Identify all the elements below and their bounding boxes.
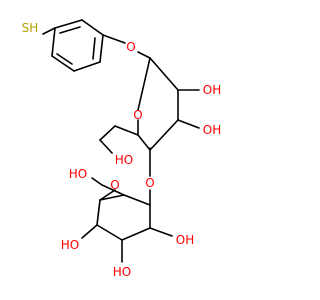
o-aryl-label: O (126, 40, 135, 54)
bond-sh-ring (42, 27, 56, 35)
bond-benz-d2 (92, 37, 96, 60)
structure-canvas: SH O OH OH HO O O O HO OH HO HO (22, 19, 222, 279)
bond-ch2b-1 (101, 184, 125, 196)
sh-label: SH (22, 21, 39, 35)
oh-r-label: OH (176, 233, 194, 247)
ho-bl-label: HO (61, 238, 79, 252)
bond-ho-bl (81, 224, 98, 239)
bond-r2-2 (99, 194, 125, 201)
chemical-structure-diagram: SH O OH OH HO O O O HO OH HO HO (22, 19, 222, 279)
ho-b-label: HO (113, 265, 131, 279)
bond-r1-7 (137, 57, 151, 111)
oh-top-label: OH (203, 83, 221, 97)
o-glyco-label: O (145, 176, 154, 190)
bond-r2-5 (121, 227, 151, 241)
bond-ch2b-2 (91, 177, 103, 186)
bond-benz-4 (73, 61, 101, 72)
bond-oh-r (149, 227, 173, 237)
bond-r1-1 (149, 57, 179, 91)
bond-oh-mid (177, 119, 200, 129)
bond-benz-6 (51, 27, 56, 57)
bond-r1-5 (137, 134, 151, 151)
bond-benz-1 (54, 19, 83, 29)
bond-benz-5 (51, 55, 75, 72)
bond-benz-d1 (59, 26, 81, 34)
bond-ch2-3 (99, 139, 113, 154)
o-ring2-label: O (110, 178, 119, 192)
atom-label-group: SH O OH OH HO O O O HO OH HO HO (22, 21, 222, 279)
bond-r2-1 (123, 194, 151, 206)
oh-mid-label: OH (203, 123, 221, 137)
bond-o-c1 (137, 51, 151, 59)
bond-ch2-1 (114, 125, 139, 136)
bond-r1-3 (149, 119, 179, 151)
bond-ch2-2 (99, 125, 116, 141)
bond-benz-2 (81, 19, 104, 36)
bond-group (42, 19, 200, 263)
bond-ring-o (102, 34, 126, 44)
bond-r2-3 (96, 199, 101, 226)
bond-benz-3 (99, 34, 104, 63)
bond-r2-ring-o (99, 189, 116, 201)
bond-r2-4 (96, 224, 123, 241)
ho-left-label: HO (115, 153, 133, 167)
ho-left2-label: HO (69, 167, 87, 181)
o-ring1-label: O (133, 108, 142, 122)
bond-benz-d3 (56, 53, 73, 65)
